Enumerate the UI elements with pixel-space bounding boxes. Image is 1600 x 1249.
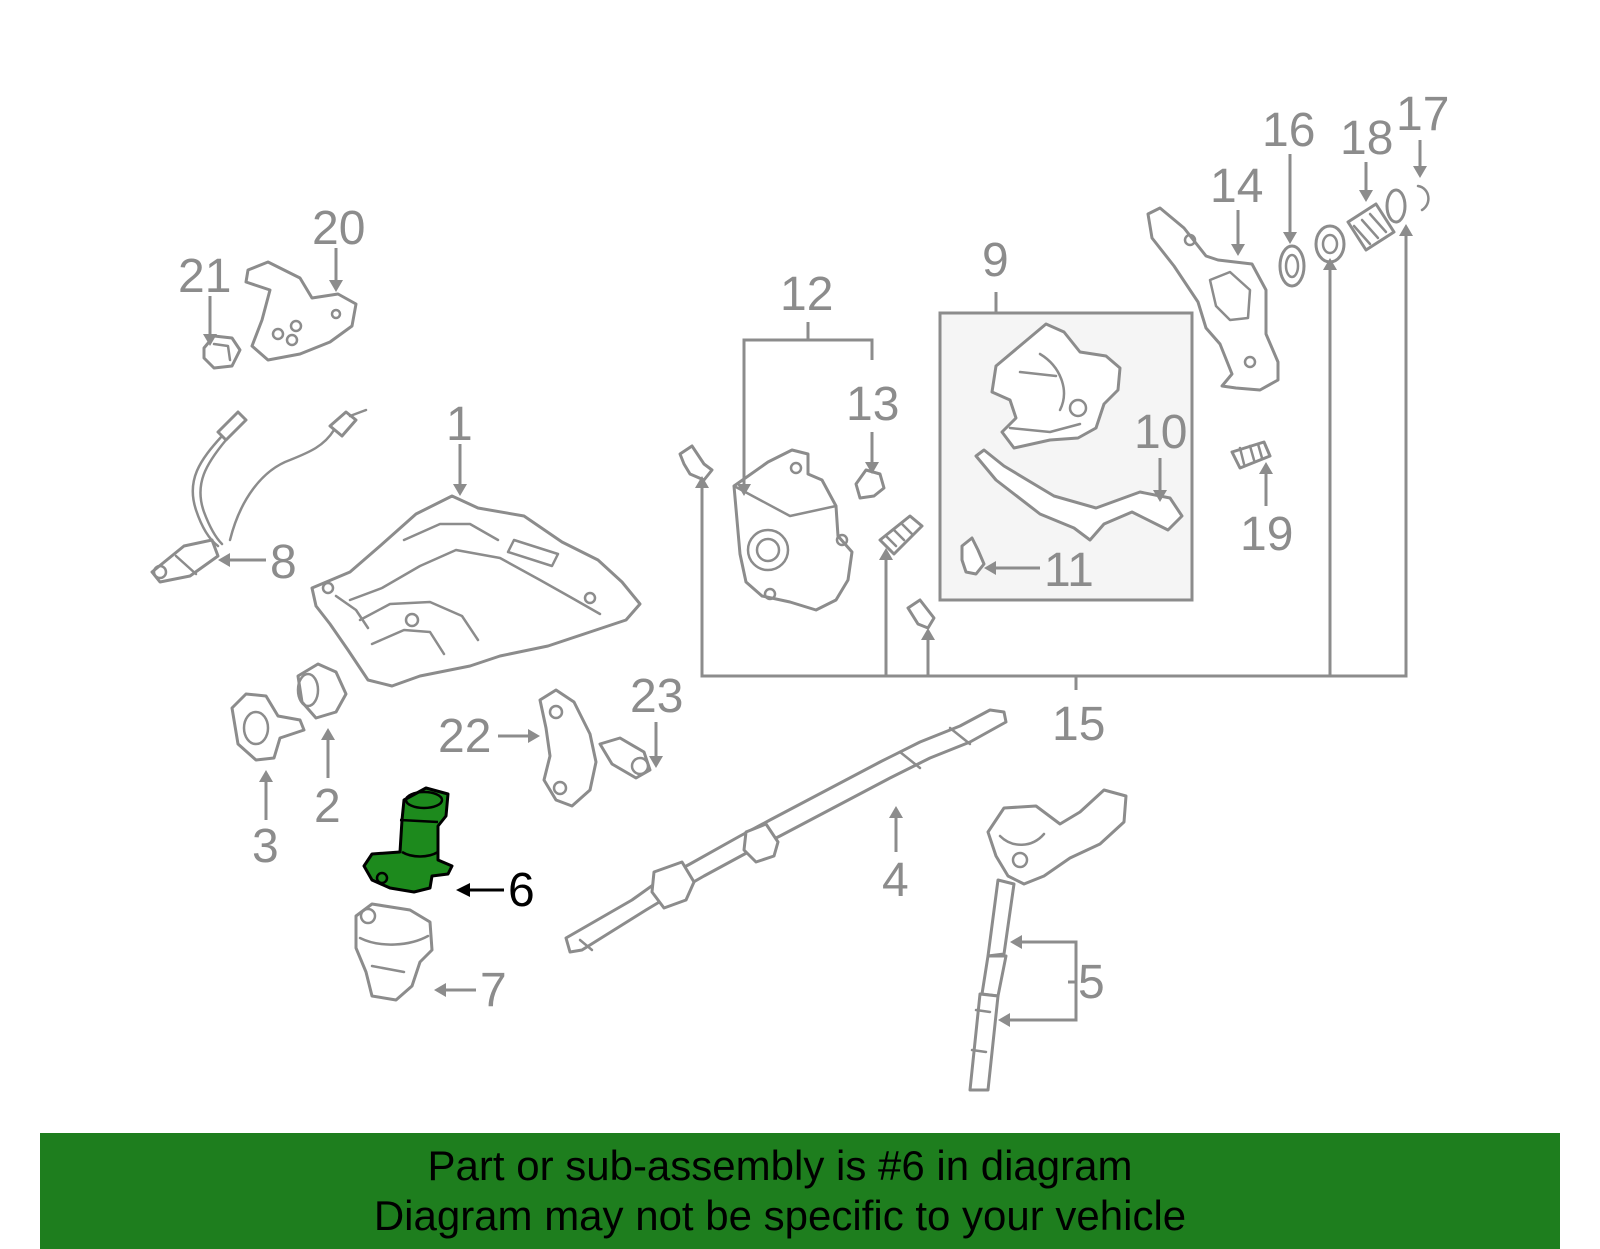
part-23-bolt[interactable] bbox=[598, 736, 652, 780]
part-19-spring[interactable] bbox=[1230, 440, 1272, 470]
part-10-lock-rod[interactable] bbox=[974, 448, 1184, 542]
callout-9: 9 bbox=[982, 234, 1009, 287]
callout-13: 13 bbox=[846, 378, 899, 431]
callout-18: 18 bbox=[1340, 112, 1393, 165]
part-4-shaft[interactable] bbox=[564, 708, 1008, 954]
callout-21: 21 bbox=[178, 250, 231, 303]
part-16-ring[interactable] bbox=[1278, 244, 1306, 288]
part-8-wire-harness[interactable] bbox=[150, 408, 368, 584]
banner-line-part-info: Part or sub-assembly is #6 in diagram bbox=[427, 1142, 1133, 1189]
callout-20: 20 bbox=[312, 202, 365, 255]
part-13-clip[interactable] bbox=[854, 468, 886, 500]
callout-12: 12 bbox=[780, 268, 833, 321]
callout-5: 5 bbox=[1078, 956, 1105, 1009]
callout-16: 16 bbox=[1262, 104, 1315, 157]
part-22-bracket[interactable] bbox=[538, 688, 598, 808]
part-14-bracket[interactable] bbox=[1146, 206, 1280, 392]
callout-3: 3 bbox=[252, 820, 279, 873]
part-9-lock-assembly[interactable] bbox=[990, 322, 1122, 450]
callout-17: 17 bbox=[1396, 88, 1449, 141]
part-5-intermediate-shaft[interactable] bbox=[968, 788, 1128, 1092]
part-12-lock-housing[interactable] bbox=[732, 448, 854, 612]
banner-line-disclaimer: Diagram may not be specific to your vehi… bbox=[373, 1192, 1187, 1239]
callout-15: 15 bbox=[1052, 698, 1105, 751]
callout-19: 19 bbox=[1240, 508, 1293, 561]
part-1-column-housing[interactable] bbox=[310, 494, 642, 688]
callout-10: 10 bbox=[1134, 406, 1187, 459]
part-11-pin[interactable] bbox=[960, 536, 986, 576]
part-15-screw-lower[interactable] bbox=[906, 598, 936, 630]
part-20-bracket[interactable] bbox=[244, 260, 358, 362]
callout-1: 1 bbox=[446, 398, 473, 451]
callout-23: 23 bbox=[630, 670, 683, 723]
part-7-housing[interactable] bbox=[354, 902, 434, 1002]
part-3-plate[interactable] bbox=[230, 692, 306, 762]
callout-6: 6 bbox=[508, 864, 535, 917]
callout-8: 8 bbox=[270, 536, 297, 589]
callout-labels: 21 20 1 8 2 3 22 23 6 7 4 5 12 13 9 10 1… bbox=[178, 88, 1449, 1017]
part-17-washer[interactable] bbox=[1385, 184, 1430, 224]
callout-7: 7 bbox=[480, 964, 507, 1017]
part-15-screw-left[interactable] bbox=[678, 444, 714, 482]
callout-2: 2 bbox=[314, 780, 341, 833]
callout-22: 22 bbox=[438, 710, 491, 763]
info-banner: Part or sub-assembly is #6 in diagram Di… bbox=[40, 1133, 1560, 1249]
part-21-clip[interactable] bbox=[202, 334, 242, 370]
callout-14: 14 bbox=[1210, 160, 1263, 213]
part-6-highlighted-component[interactable] bbox=[362, 786, 454, 894]
part-2-bushing[interactable] bbox=[296, 662, 348, 720]
part-18-spring[interactable] bbox=[1346, 202, 1396, 252]
leader-lines bbox=[203, 140, 1427, 1027]
part-15-spring[interactable] bbox=[878, 514, 924, 556]
callout-4: 4 bbox=[882, 854, 909, 907]
part-15-ring[interactable] bbox=[1314, 224, 1346, 264]
callout-11: 11 bbox=[1044, 544, 1094, 597]
